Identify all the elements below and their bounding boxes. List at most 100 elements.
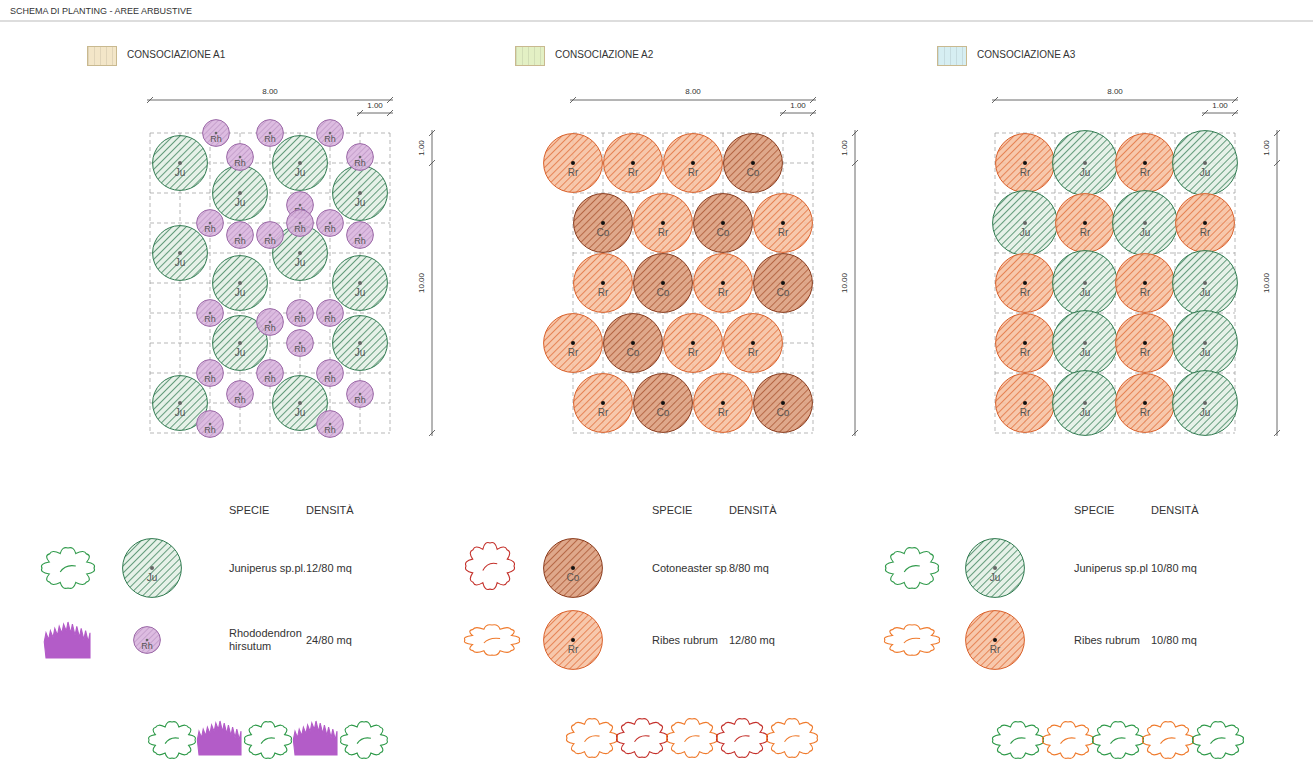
plant-circle: Ju — [965, 538, 1025, 598]
circle-outline — [272, 135, 328, 191]
circle-outline — [1115, 373, 1175, 433]
species-code: Rr — [995, 168, 1055, 178]
species-code: Rr — [995, 348, 1055, 358]
plant-circle: Rr — [573, 373, 633, 433]
plant-circle: Rh — [196, 209, 224, 237]
circle-outline — [543, 133, 603, 193]
species-code: Rh — [286, 225, 314, 234]
circle-outline — [992, 190, 1058, 256]
circle-outline — [1172, 250, 1238, 316]
table-text: 24/80 mq — [305, 634, 353, 647]
plant-circle: Ju — [122, 538, 182, 598]
dimension-text: 1.00 — [366, 101, 384, 110]
species-code: Rr — [995, 288, 1055, 298]
dimension-text: 1.00 — [789, 101, 807, 110]
circle-outline — [543, 610, 603, 670]
table-text: 12/80 mq — [728, 634, 776, 647]
table-text: Ribes rubrum — [651, 634, 731, 647]
species-code: Rh — [196, 426, 224, 435]
plant-circle: Rr — [995, 313, 1055, 373]
circle-outline — [1172, 130, 1238, 196]
plant-circle: Ju — [1172, 310, 1238, 376]
circle-outline — [543, 538, 603, 598]
dimension-text: 8.00 — [261, 87, 279, 96]
circle-outline — [965, 538, 1025, 598]
dimension-text: 1.00 — [1262, 139, 1271, 157]
species-code: Rr — [723, 348, 783, 358]
plant-circle: Rh — [316, 359, 344, 387]
species-code: Rh — [226, 159, 254, 168]
species-code: Rr — [753, 228, 813, 238]
plant-circle: Ju — [212, 255, 268, 311]
species-code: Ju — [1172, 168, 1238, 178]
table-text: SPECIE — [1073, 504, 1115, 517]
dimension-text: 1.00 — [840, 139, 849, 157]
plant-circle: Co — [693, 193, 753, 253]
plant-circle: Ju — [332, 255, 388, 311]
circle-outline — [1112, 190, 1178, 256]
species-code: Rh — [316, 315, 344, 324]
circle-outline — [1052, 130, 1118, 196]
circle-outline — [122, 538, 182, 598]
plant-circle: Rh — [196, 359, 224, 387]
table-text: Cotoneaster sp.pl — [651, 562, 739, 575]
species-code: Ju — [332, 198, 388, 208]
plant-circle: Rr — [693, 373, 753, 433]
plant-circle: Rh — [286, 329, 314, 357]
circle-outline — [1115, 253, 1175, 313]
species-code: Ju — [1052, 168, 1118, 178]
plant-circle: Rr — [1115, 373, 1175, 433]
species-code: Co — [753, 288, 813, 298]
species-code: Rh — [316, 375, 344, 384]
circle-outline — [965, 610, 1025, 670]
species-code: Ju — [1112, 228, 1178, 238]
circle-outline — [332, 315, 388, 371]
dimension-text: 10.00 — [1262, 272, 1271, 294]
plant-circle: Ju — [332, 315, 388, 371]
plant-circle: Rr — [663, 133, 723, 193]
circle-outline — [995, 253, 1055, 313]
plant-circle: Ju — [1172, 130, 1238, 196]
species-code: Rh — [256, 375, 284, 384]
species-code: Ju — [1172, 288, 1238, 298]
plant-circle: Rh — [256, 359, 284, 387]
species-code: Rh — [286, 315, 314, 324]
plant-circle: Rr — [543, 313, 603, 373]
plant-circle: Rr — [543, 133, 603, 193]
species-code: Rr — [543, 348, 603, 358]
plant-circle: Rh — [346, 221, 374, 249]
species-code: Co — [693, 228, 753, 238]
table-text: Juniperus sp.pl. — [228, 562, 307, 575]
circle-outline — [753, 193, 813, 253]
species-code: Ju — [152, 258, 208, 268]
legend-swatch — [87, 46, 117, 66]
table-text: Ribes rubrum — [1073, 634, 1153, 647]
plant-circle: Rh — [226, 221, 254, 249]
circle-outline — [633, 193, 693, 253]
species-code: Rh — [256, 135, 284, 144]
circle-outline — [753, 253, 813, 313]
species-code: Ju — [212, 198, 268, 208]
plant-circle: Rr — [995, 133, 1055, 193]
plant-circle: Co — [573, 193, 633, 253]
species-code: Ju — [992, 228, 1058, 238]
table-text: SPECIE — [651, 504, 693, 517]
species-code: Ju — [1052, 288, 1118, 298]
circle-outline — [663, 313, 723, 373]
dimension-text: 8.00 — [684, 87, 702, 96]
species-code: Ju — [1172, 408, 1238, 418]
species-code: Rh — [256, 237, 284, 246]
species-code: Ju — [1052, 348, 1118, 358]
species-code: Co — [633, 288, 693, 298]
table-text: 10/80 mq — [1150, 634, 1198, 647]
species-code: Rr — [573, 408, 633, 418]
table-text: DENSITÀ — [305, 504, 355, 517]
plant-circle: Co — [543, 538, 603, 598]
plant-circle: Ju — [152, 135, 208, 191]
species-code: Rr — [1115, 168, 1175, 178]
plant-circle: Rh — [346, 143, 374, 171]
species-code: Rh — [202, 135, 230, 144]
plant-circle: Rr — [1175, 193, 1235, 253]
species-code: Rh — [226, 396, 254, 405]
plant-circle: Rr — [573, 253, 633, 313]
